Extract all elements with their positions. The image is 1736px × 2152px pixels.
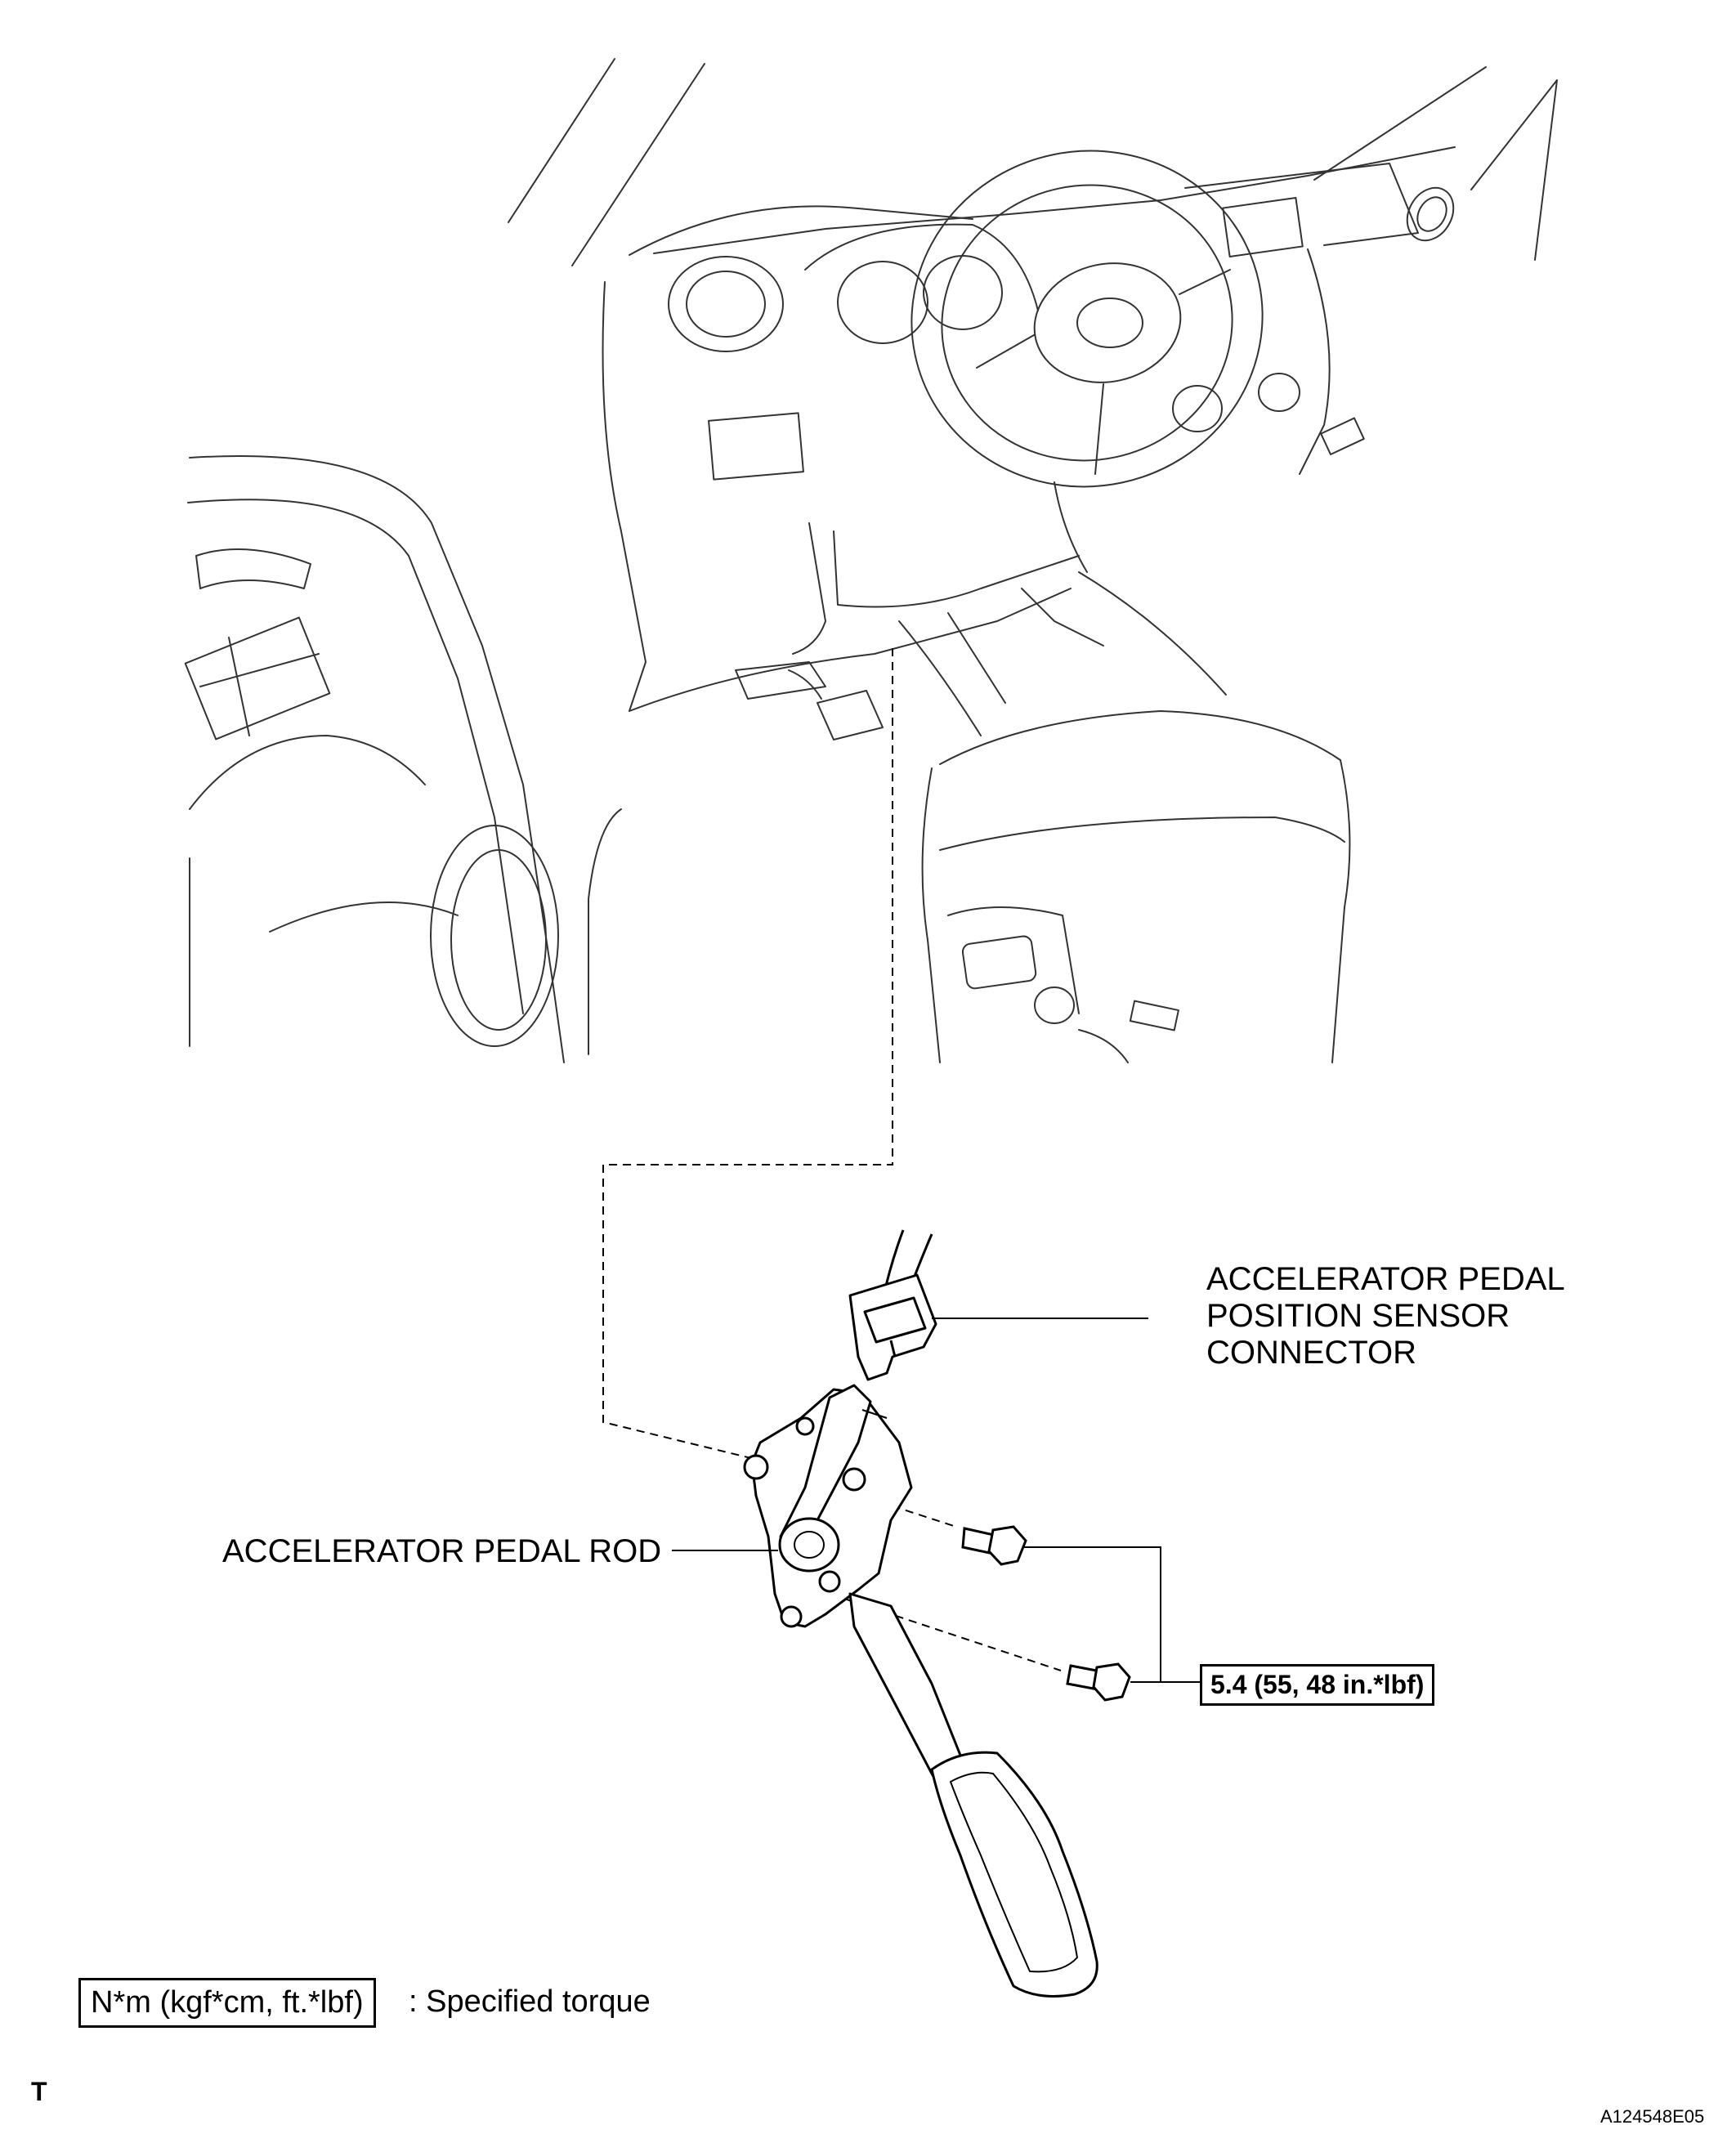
dash-face (603, 282, 647, 711)
vehicle-interior-illustration (186, 59, 1557, 1063)
console-left-edge (1022, 588, 1103, 646)
left-vent-outer (669, 257, 783, 351)
windshield-pillar-left-2 (572, 64, 705, 266)
door-speaker-inner (451, 850, 546, 1030)
steering-spoke-bottom (1095, 384, 1103, 474)
door-frame (190, 456, 564, 1063)
gauge-center (924, 256, 1002, 329)
corner-mark: T (31, 2077, 47, 2106)
mount-hole-bottom-left (781, 1607, 801, 1626)
gauge-hood (805, 225, 1038, 311)
steering-spoke-left (977, 335, 1034, 368)
door-pocket (270, 902, 458, 932)
sensor-connector-label-line-1: ACCELERATOR PEDAL (1206, 1261, 1565, 1297)
legend-description: : Specified torque (409, 1984, 651, 2019)
pedal-arm-edge (862, 1410, 887, 1418)
bolt-lower (1067, 1664, 1130, 1700)
window-switch-divider-2 (200, 654, 319, 687)
connector-latch (891, 1340, 895, 1357)
steering-hub (1023, 250, 1192, 396)
pedal-pad-inner (951, 1773, 1077, 1972)
right-vent-outer (1398, 180, 1462, 249)
gauge-left (838, 262, 928, 343)
center-stack-top (1185, 163, 1418, 245)
seat-cushion-mid (940, 817, 1345, 850)
steering-emblem (1077, 298, 1143, 347)
window-switch-divider-1 (229, 638, 249, 736)
upper-pedal-brake (736, 662, 825, 699)
console-mid (1079, 572, 1226, 695)
center-stack-side (1300, 249, 1330, 474)
mount-hole-bottom-right (820, 1572, 839, 1591)
seat-track (1079, 1030, 1128, 1063)
dash-top-main (654, 147, 1455, 253)
windshield-pillar-left (508, 59, 615, 222)
dash-lower-left-panel (709, 413, 803, 479)
torque-value-box: 5.4 (55, 48 in.*lbf) (1200, 1664, 1435, 1706)
figure-id: A124548E05 (1600, 2106, 1705, 2127)
mount-hole-top (797, 1418, 813, 1434)
floor-line-1 (899, 621, 981, 736)
legend-torque-box: N*m (kgf*cm, ft.*lbf) (78, 1978, 376, 2028)
sill-line (588, 809, 621, 1054)
steering-spoke-right (1179, 270, 1230, 294)
seat-adjust-switch (962, 935, 1037, 989)
steering-column (1054, 482, 1087, 572)
dash-under-cover (793, 523, 825, 654)
seat-lever (1130, 1001, 1179, 1031)
center-knob-2 (1259, 374, 1300, 411)
connector-face (865, 1298, 925, 1342)
bolt-upper (963, 1527, 1026, 1564)
pedal-rod-pivot-inner (794, 1532, 824, 1558)
windshield-pillar-right (1314, 67, 1486, 180)
steering-wheel-inner (916, 159, 1258, 488)
pedal-rod-label: ACCELERATOR PEDAL ROD (222, 1533, 662, 1569)
dash-lower-edge (629, 588, 1071, 711)
steering-wheel-outer (880, 119, 1294, 519)
mount-hole-right (843, 1469, 865, 1490)
torque-callout-bracket (1023, 1547, 1161, 1682)
pedal-pad-outer (932, 1752, 1097, 1996)
seat-side-panel (948, 907, 1079, 1013)
seat-cushion-front (923, 768, 940, 1063)
upper-pedal-accelerator (817, 691, 883, 740)
sensor-connector-label-line-2: POSITION SENSOR (1206, 1297, 1510, 1334)
mount-hole-left (745, 1456, 767, 1479)
seat-cushion-side (1332, 760, 1349, 1063)
bolt-upper-head (989, 1527, 1026, 1564)
right-vent-inner (1412, 192, 1452, 236)
seat-cushion-top (940, 711, 1340, 764)
sensor-connector-label: ACCELERATOR PEDAL POSITION SENSOR CONNEC… (1206, 1261, 1565, 1371)
dash-knee-panel (834, 531, 1079, 607)
dashed-leader-footwell (603, 648, 893, 1466)
door-grip (196, 549, 311, 588)
center-hazard (1321, 418, 1364, 454)
window-switch-panel (186, 618, 330, 740)
sensor-connector-label-line-3: CONNECTOR (1206, 1334, 1417, 1371)
center-knob-1 (1173, 386, 1222, 432)
door-speaker-outer (431, 825, 558, 1046)
upper-pedal-arm (789, 670, 821, 699)
center-display (1223, 198, 1302, 257)
door-panel-edge (190, 736, 425, 809)
windshield-pillar-right-2 (1471, 80, 1557, 260)
floor-line-2 (948, 613, 1005, 703)
sensor-connector (850, 1230, 936, 1380)
accelerator-pedal-assembly (745, 1385, 1097, 1996)
bolt-lower-head (1094, 1664, 1130, 1700)
left-vent-inner (687, 271, 765, 337)
dash-top-left (629, 206, 973, 255)
seat-recline-knob (1035, 987, 1074, 1023)
door-frame-inner (188, 499, 523, 1013)
